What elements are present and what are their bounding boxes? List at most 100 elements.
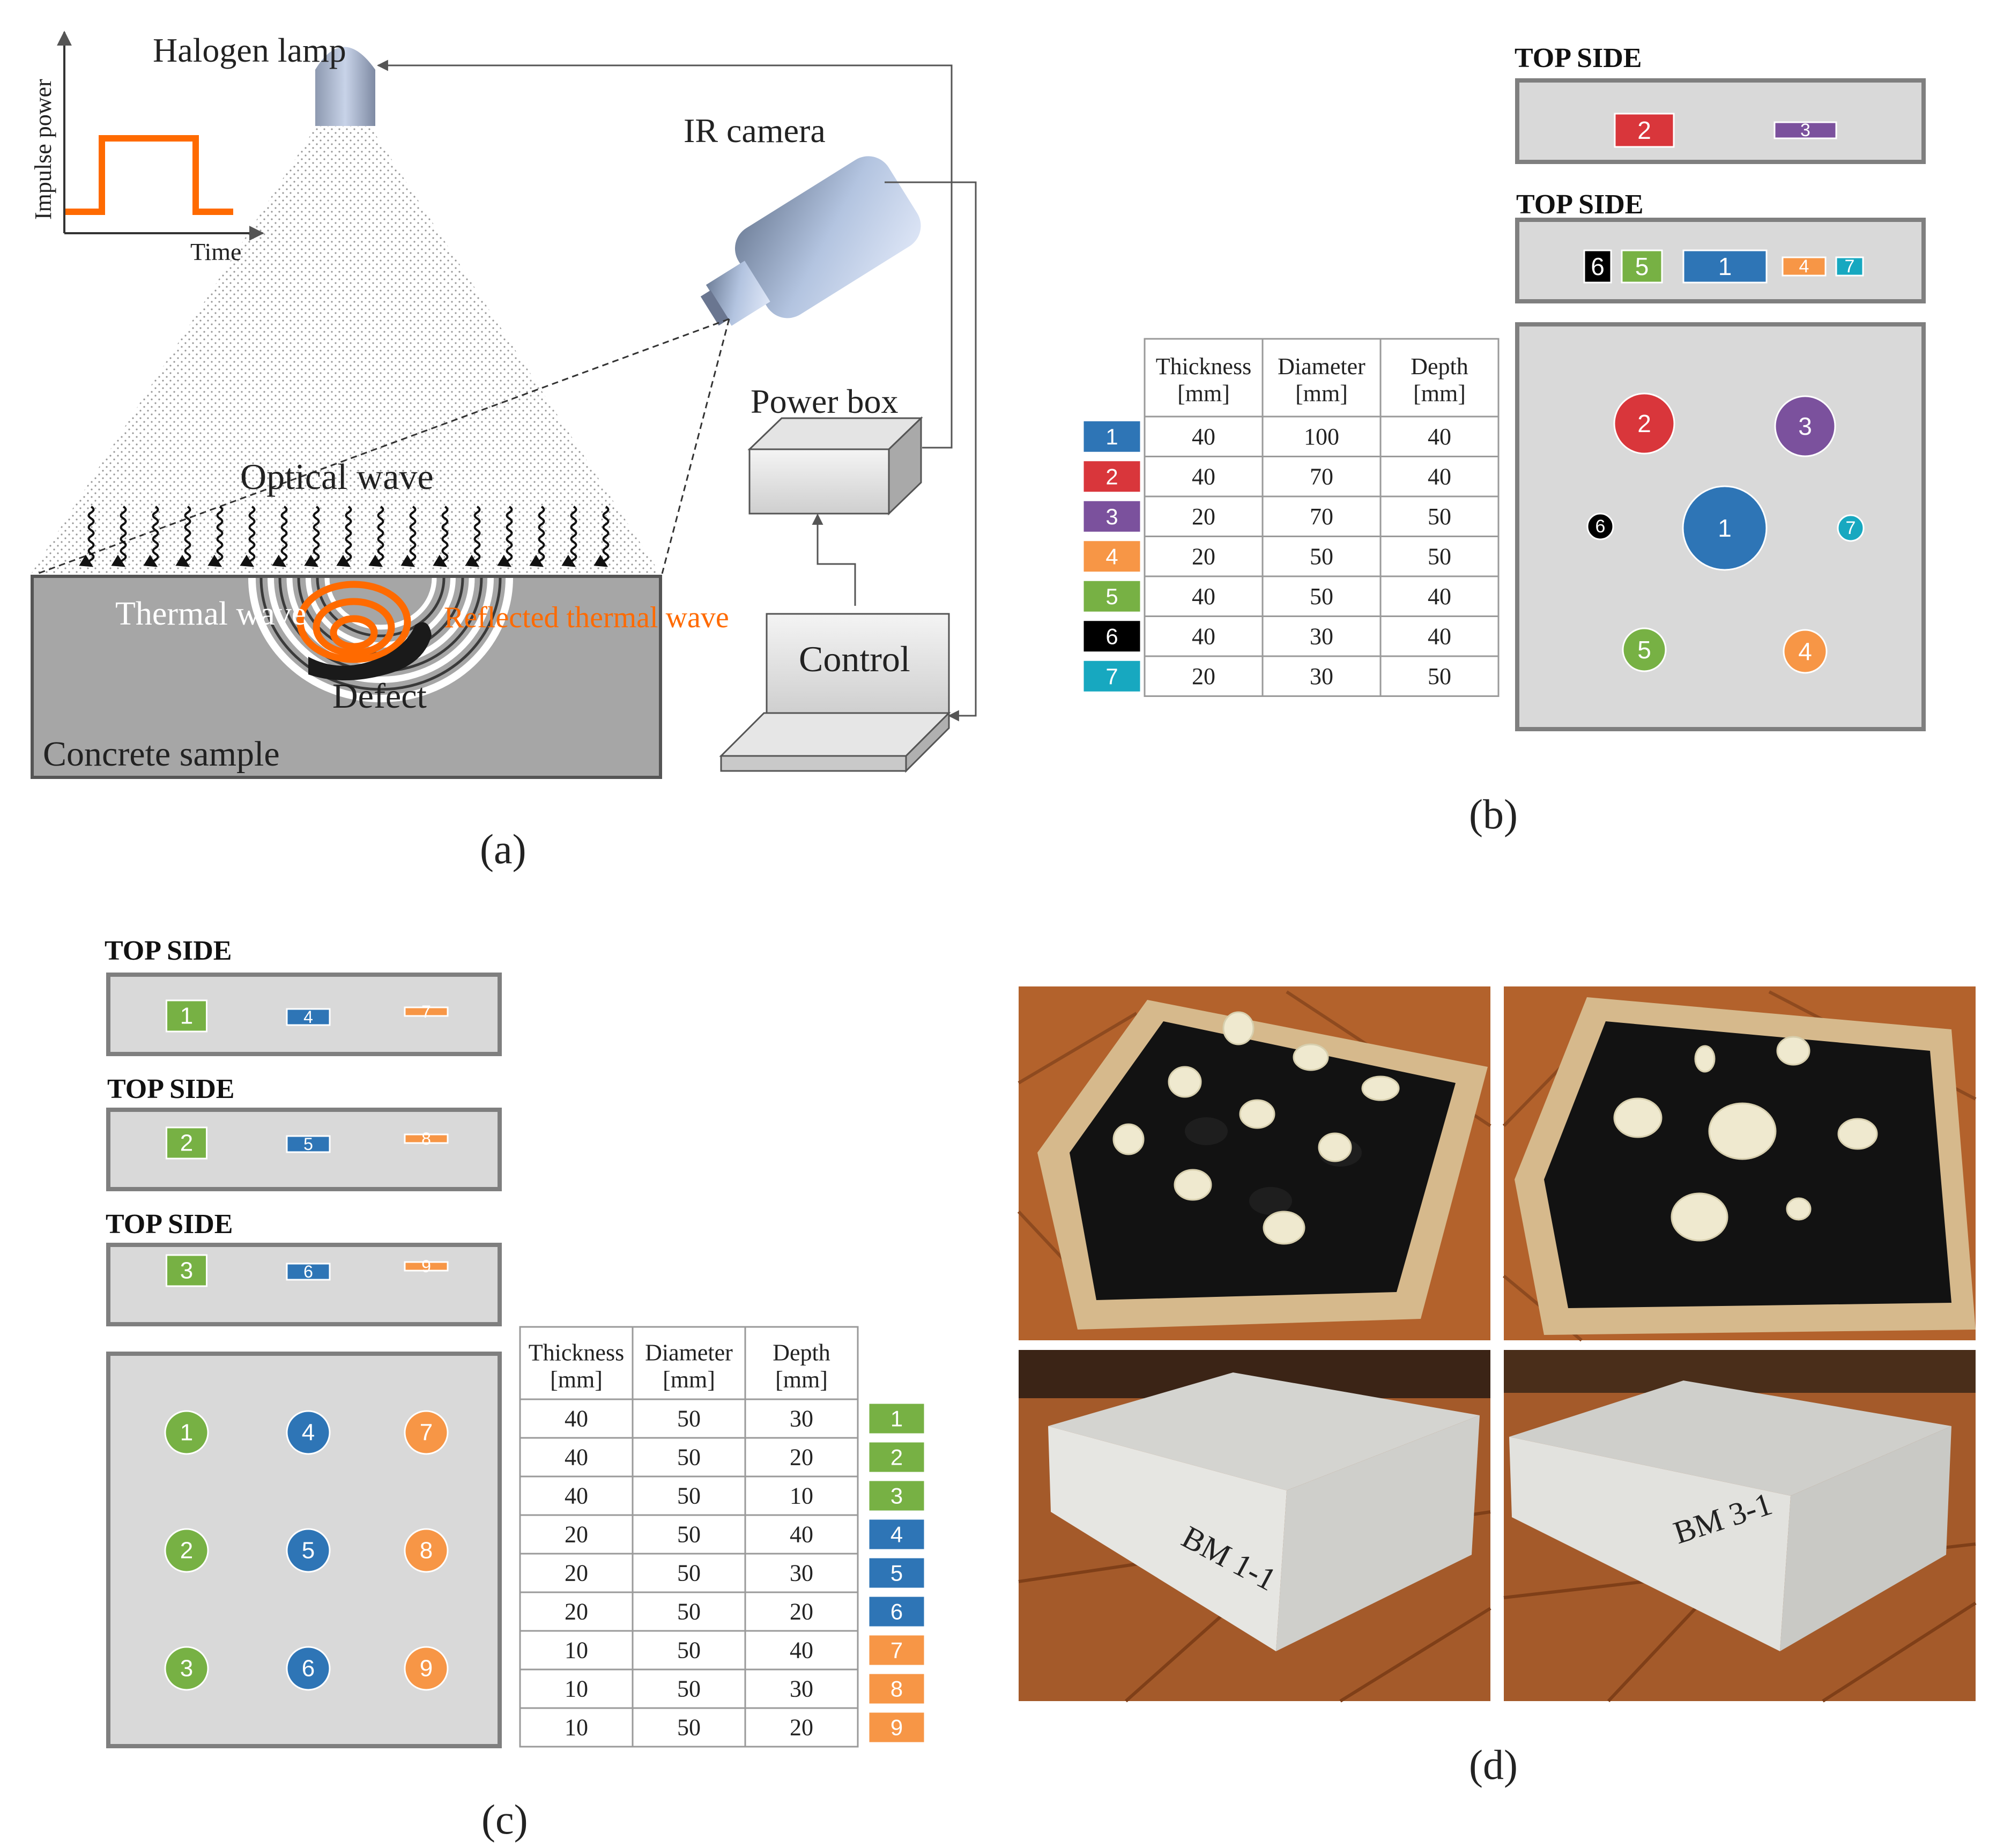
caption-a: (a) — [480, 826, 526, 872]
top-side-label-c3: TOP SIDE — [106, 1209, 233, 1240]
side-marker-label: 1 — [180, 1003, 193, 1029]
optical-wave-arrow — [400, 506, 417, 567]
photo-block-2: BM 3-1 — [1503, 1350, 1977, 1703]
pulse-xlabel: Time — [190, 238, 241, 265]
table-header: Depth[mm] — [1411, 353, 1468, 406]
table-cell: 20 — [565, 1599, 588, 1625]
defect-shape — [308, 622, 432, 680]
row-id-badge — [867, 1595, 926, 1628]
light-cone — [29, 126, 662, 576]
pulse-chart: Impulse power Time — [30, 31, 264, 265]
optical-wave-arrow — [240, 506, 256, 567]
row-id-text: 9 — [890, 1715, 903, 1740]
row-id-text: 7 — [1105, 664, 1118, 689]
row-id-text: 8 — [890, 1676, 903, 1702]
side-marker-label: 8 — [421, 1129, 431, 1148]
table-cell: 50 — [1310, 543, 1333, 569]
table-cell: 30 — [1310, 623, 1333, 649]
plan-marker-9 — [404, 1646, 449, 1691]
plan-marker-label: 2 — [180, 1538, 193, 1564]
side-marker-label: 2 — [1637, 116, 1651, 144]
row-id-badge — [1082, 659, 1142, 693]
side-marker-2 — [166, 1126, 207, 1160]
concrete-sample-label: Concrete sample — [43, 734, 280, 774]
table-cell: 50 — [677, 1676, 701, 1702]
row-id-text: 2 — [890, 1445, 903, 1470]
side-marker-1 — [166, 999, 207, 1033]
table-cell: 20 — [790, 1715, 813, 1741]
row-id-badge — [867, 1441, 926, 1474]
row-id-badge — [867, 1556, 926, 1590]
optical-wave-label: Optical wave — [240, 456, 434, 497]
panel-a: Halogen lamp Impulse power Time IR camer… — [29, 31, 977, 872]
thermal-wave-label: Thermal wave — [115, 596, 306, 632]
row-id-text: 1 — [890, 1406, 903, 1431]
plan-marker-label: 7 — [420, 1420, 433, 1446]
plan-marker-label: 7 — [1846, 518, 1856, 538]
photo-mold-1 — [1017, 986, 1491, 1340]
row-id-badge — [1082, 419, 1142, 454]
table-cell: 30 — [790, 1676, 813, 1702]
side-marker-label: 4 — [303, 1007, 313, 1027]
caption-d: (d) — [1469, 1741, 1518, 1788]
side-marker-label: 7 — [1845, 256, 1855, 277]
optical-wave-arrow — [336, 506, 352, 567]
table-cell: 40 — [1192, 623, 1215, 649]
plan-marker-3 — [1774, 395, 1836, 457]
row-id-badge — [1082, 619, 1142, 654]
table-cell: 40 — [1428, 424, 1451, 450]
side-marker-6 — [286, 1263, 331, 1281]
row-id-text: 4 — [1105, 544, 1118, 569]
plan-marker-4 — [286, 1410, 331, 1455]
row-id-text: 4 — [890, 1522, 903, 1547]
table-cell: 50 — [677, 1715, 701, 1741]
concrete-sample — [31, 575, 662, 779]
plan-marker-7 — [404, 1410, 449, 1455]
power-box-icon — [747, 416, 923, 516]
table-cell: 40 — [565, 1483, 588, 1509]
plan-marker-label: 8 — [420, 1538, 433, 1564]
row-id-badge — [867, 1711, 926, 1744]
optical-wave-arrow — [79, 506, 95, 567]
optical-wave-arrow — [465, 506, 481, 567]
caption-b: (b) — [1469, 791, 1518, 837]
optical-wave-arrows — [79, 506, 610, 567]
top-side-view-b1 — [1515, 78, 1926, 164]
side-marker-5 — [1621, 249, 1663, 284]
side-marker-7 — [404, 1006, 449, 1017]
row-id-badge — [867, 1634, 926, 1667]
side-marker-label: 5 — [1635, 253, 1649, 280]
reflected-thermal-wave-label: Reflected thermal wave — [444, 601, 729, 634]
side-marker-1 — [1682, 249, 1768, 284]
side-marker-label: 6 — [303, 1262, 313, 1281]
plan-marker-5 — [1622, 627, 1667, 672]
row-id-text: 6 — [1105, 624, 1118, 649]
pulse-ylabel: Impulse power — [30, 79, 56, 220]
power-to-lamp-wire — [376, 60, 953, 449]
side-marker-3 — [166, 1254, 207, 1287]
table-cell: 20 — [1192, 543, 1215, 569]
row-id-text: 7 — [890, 1638, 903, 1663]
row-id-text: 1 — [1105, 424, 1118, 449]
row-id-text: 5 — [1105, 584, 1118, 609]
table-cell: 50 — [677, 1637, 701, 1664]
plan-marker-label: 4 — [1798, 637, 1812, 665]
table-cell: 50 — [677, 1406, 701, 1432]
table-cell: 30 — [790, 1560, 813, 1586]
plan-marker-3 — [164, 1646, 209, 1691]
panel-d: BM 1-1 BM 3-1 (d) — [1017, 986, 1977, 1788]
side-marker-label: 4 — [1799, 256, 1809, 277]
table-cell: 20 — [790, 1444, 813, 1471]
reflected-thermal-wave-rings — [296, 581, 411, 663]
optical-wave-arrow — [272, 506, 288, 567]
side-marker-7 — [1835, 256, 1864, 277]
row-id-badge — [867, 1672, 926, 1705]
plan-marker-6 — [286, 1646, 331, 1691]
plan-marker-5 — [286, 1528, 331, 1573]
table-cell: 70 — [1310, 463, 1333, 489]
side-marker-label: 3 — [1800, 120, 1810, 140]
table-cell: 70 — [1310, 503, 1333, 530]
ir-camera-icon — [700, 156, 921, 326]
